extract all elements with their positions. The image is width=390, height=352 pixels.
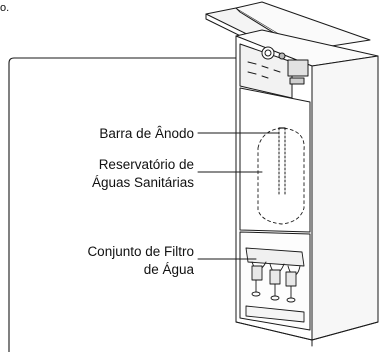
- callout-filter-line1: Conjunto de Filtro: [87, 244, 194, 259]
- cabinet-base: [235, 321, 379, 347]
- front-door-panel: [239, 87, 311, 233]
- pressure-gauge: [261, 46, 275, 60]
- callout-filter-line2: de Água: [143, 262, 194, 277]
- control-display: [287, 59, 309, 77]
- callout-anode-rod: Barra de Ânodo: [99, 126, 194, 141]
- callout-reservoir-line2: Águas Sanitárias: [91, 175, 194, 190]
- cabinet-body: [235, 29, 379, 341]
- header-fragment: o.: [0, 2, 10, 14]
- bracket-line: [8, 57, 263, 352]
- control-knob: [278, 52, 286, 60]
- anode-rod: [278, 127, 286, 195]
- filter-assembly: [245, 247, 305, 323]
- callout-reservoir-line1: Reservatório de: [98, 157, 194, 172]
- dhw-tank-hidden: [257, 127, 305, 225]
